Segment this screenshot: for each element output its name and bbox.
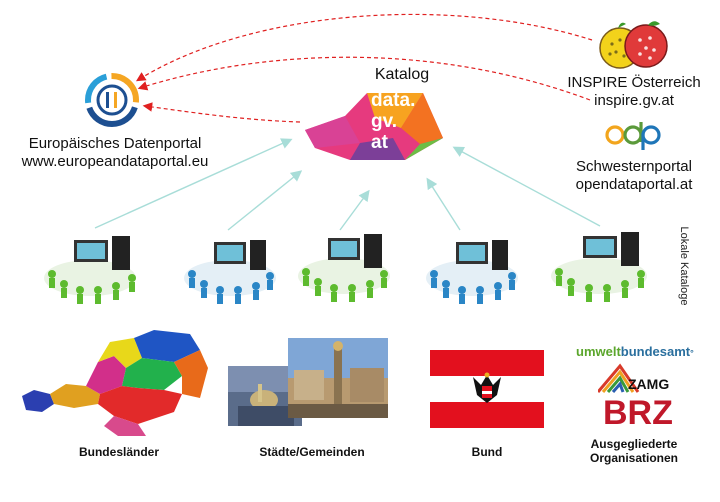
data-gv-at-logo[interactable]: data. gv. at bbox=[305, 88, 445, 168]
odp-logo-graphic bbox=[605, 122, 661, 150]
arrow-local5 bbox=[452, 146, 601, 227]
logo-line-gv: gv. bbox=[371, 111, 398, 132]
umweltbundesamt-logo[interactable]: umweltbundesamt° bbox=[576, 344, 694, 359]
local-catalog-1[interactable] bbox=[40, 228, 150, 306]
europe-portal-name: Europäisches Datenportal bbox=[28, 135, 202, 152]
sister-portal-url[interactable]: opendataportal.at bbox=[575, 176, 693, 193]
arrow-katalog-to-europe-upper bbox=[137, 56, 591, 101]
brz-logo[interactable]: BRZ bbox=[603, 394, 673, 432]
data-gv-at-logo-graphic bbox=[305, 93, 443, 160]
europe-portal-url[interactable]: www.europeandataportal.eu bbox=[21, 153, 209, 170]
katalog-title: Katalog bbox=[374, 66, 430, 83]
zamg-text: ZAMG bbox=[628, 376, 670, 392]
odp-logo[interactable] bbox=[605, 120, 661, 150]
network-blue-icon bbox=[426, 240, 518, 304]
city-photo-square-graphic bbox=[288, 338, 388, 418]
arrow-local3 bbox=[339, 189, 370, 231]
local-catalog-3[interactable] bbox=[292, 228, 400, 306]
logo-line-data: data. bbox=[371, 90, 416, 111]
sister-portal-name: Schwesternportal bbox=[576, 158, 692, 175]
arrow-local1 bbox=[94, 138, 293, 229]
local-catalog-5[interactable] bbox=[545, 226, 657, 306]
federal-label: Bund bbox=[471, 445, 503, 459]
city-photo-square[interactable] bbox=[288, 338, 388, 418]
inspire-logo[interactable] bbox=[594, 18, 674, 70]
bundesamt-text: bundesamt bbox=[620, 344, 691, 359]
network-blue-icon bbox=[184, 240, 276, 304]
inspire-url[interactable]: inspire.gv.at bbox=[594, 92, 674, 109]
austria-map-graphic bbox=[22, 330, 208, 436]
orgs-label-line1: Ausgegliederte bbox=[590, 437, 678, 451]
europe-portal-logo[interactable] bbox=[84, 72, 140, 128]
cities-label: Städte/Gemeinden bbox=[259, 445, 365, 459]
zamg-rainbow-icon bbox=[598, 363, 640, 393]
local-catalog-2[interactable] bbox=[178, 230, 286, 308]
network-green-icon bbox=[298, 234, 390, 302]
arrow-inspire-to-europe bbox=[135, 13, 593, 82]
arrow-katalog-to-europe bbox=[142, 102, 301, 123]
austria-states-map[interactable] bbox=[14, 328, 214, 440]
logo-line-at: at bbox=[371, 132, 388, 153]
orgs-label-line2: Organisationen bbox=[589, 451, 678, 465]
local-catalogs-label: Lokale Kataloge bbox=[678, 226, 690, 306]
inspire-apple-icon bbox=[599, 21, 668, 69]
europe-portal-icon bbox=[85, 73, 139, 127]
austria-flag-graphic bbox=[430, 350, 544, 428]
umwelt-text: umwelt bbox=[576, 344, 621, 359]
network-green-icon bbox=[551, 232, 647, 302]
austria-flag[interactable] bbox=[430, 350, 544, 428]
zamg-logo[interactable]: ZAMG bbox=[598, 362, 698, 398]
inspire-name: INSPIRE Österreich bbox=[567, 74, 701, 91]
arrow-local4 bbox=[426, 177, 461, 231]
local-catalog-4[interactable] bbox=[420, 230, 526, 308]
states-label: Bundesländer bbox=[78, 445, 159, 459]
arrow-local2 bbox=[227, 170, 303, 231]
network-green-icon bbox=[44, 236, 136, 304]
